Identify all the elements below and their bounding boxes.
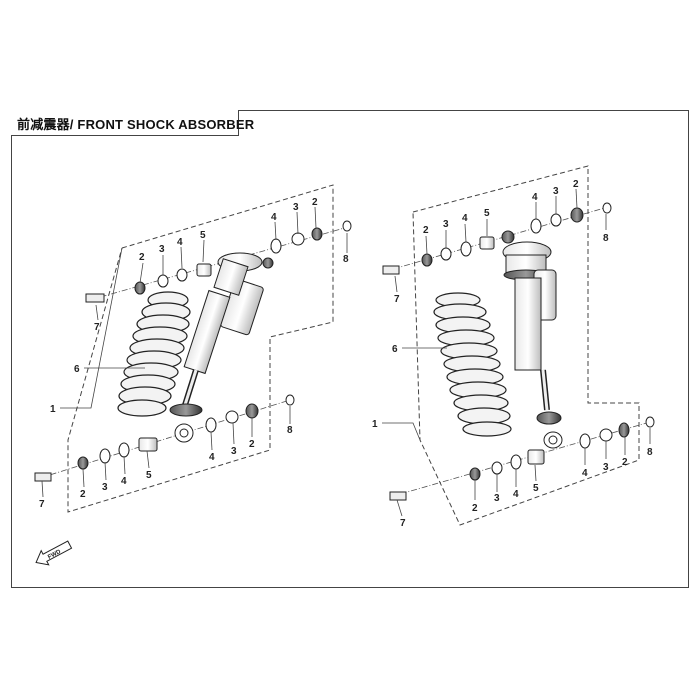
right-upper-hardware — [382, 202, 612, 275]
left-callout-upper-5: 5 — [200, 230, 206, 241]
title-box: 前减震器/ FRONT SHOCK ABSORBER — [11, 110, 254, 136]
right-callout-top-2: 2 — [573, 179, 579, 190]
right-callout-lower-8: 8 — [647, 447, 653, 458]
right-assembly: 1 6 2 3 4 5 4 3 2 8 7 4 3 2 8 2 3 4 5 7 — [372, 165, 655, 529]
left-callout-top-2: 2 — [312, 197, 318, 208]
left-callout-bottom-4: 4 — [121, 476, 127, 487]
left-upper-hardware — [85, 220, 352, 303]
right-callout-6: 6 — [392, 344, 398, 355]
right-callout-bottom-3: 3 — [494, 493, 500, 504]
right-lower-hardware — [389, 416, 655, 501]
left-callout-upper-4: 4 — [177, 237, 183, 248]
right-callout-bottom-7: 7 — [400, 518, 406, 529]
left-callout-1: 1 — [50, 404, 56, 415]
left-callout-lower-8: 8 — [287, 425, 293, 436]
left-callout-bottom-5: 5 — [146, 470, 152, 481]
left-callout-top-3: 3 — [293, 202, 299, 213]
left-spring — [117, 291, 191, 417]
page-title: 前减震器/ FRONT SHOCK ABSORBER — [17, 117, 255, 132]
left-callout-bottom-2: 2 — [80, 489, 86, 500]
left-callout-lower-3: 3 — [231, 446, 237, 457]
right-callout-bottom-5: 5 — [533, 483, 539, 494]
right-callout-lower-2: 2 — [622, 457, 628, 468]
right-callout-upper-3: 3 — [443, 219, 449, 230]
right-callout-bottom-2: 2 — [472, 503, 478, 514]
left-callout-lower-2: 2 — [249, 439, 255, 450]
right-callout-1: 1 — [372, 419, 378, 430]
left-callout-6: 6 — [74, 364, 80, 375]
left-assembly: 1 6 2 3 4 5 4 3 2 8 7 4 3 2 8 2 3 4 5 7 — [34, 184, 352, 513]
right-callout-upper-7: 7 — [394, 294, 400, 305]
right-callout-top-4: 4 — [532, 192, 538, 203]
left-callout-top-4: 4 — [271, 212, 277, 223]
fwd-arrow-icon: FWD — [35, 540, 73, 566]
left-callout-top-8: 8 — [343, 254, 349, 265]
right-assembly-boundary — [412, 165, 640, 526]
right-callout-lower-4: 4 — [582, 468, 588, 479]
left-callout-upper-7: 7 — [94, 322, 100, 333]
right-callout-bottom-4: 4 — [513, 489, 519, 500]
right-callout-upper-5: 5 — [484, 208, 490, 219]
left-lower-hardware — [34, 394, 295, 482]
right-shock-body — [501, 230, 563, 449]
right-callout-lower-3: 3 — [603, 462, 609, 473]
left-callout-upper-2: 2 — [139, 252, 145, 263]
left-callout-bottom-3: 3 — [102, 482, 108, 493]
left-callout-upper-3: 3 — [159, 244, 165, 255]
right-callout-top-8: 8 — [603, 233, 609, 244]
right-spring — [433, 292, 512, 437]
right-callout-upper-4: 4 — [462, 213, 468, 224]
left-callout-lower-4: 4 — [209, 452, 215, 463]
left-assembly-boundary — [67, 184, 334, 513]
left-leader-lines — [41, 206, 348, 498]
right-leader-lines — [382, 188, 651, 517]
right-callout-top-3: 3 — [553, 186, 559, 197]
diagram-frame — [11, 110, 689, 588]
right-callout-upper-2: 2 — [423, 225, 429, 236]
left-callout-bottom-7: 7 — [39, 499, 45, 510]
left-shock-body — [169, 252, 274, 443]
